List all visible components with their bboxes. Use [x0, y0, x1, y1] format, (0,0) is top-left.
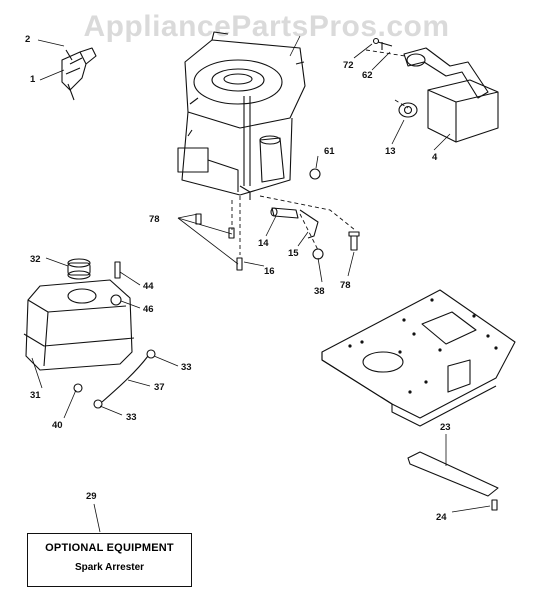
part-number-label: 33	[126, 412, 137, 423]
fitting-part	[73, 383, 83, 393]
throttle-control-part	[61, 47, 97, 101]
part-number-label: 37	[154, 382, 165, 393]
part-number-label: 33	[181, 362, 192, 373]
part-number-label: 72	[343, 60, 354, 71]
part-number-label: 31	[30, 390, 41, 401]
part-number-label: 2	[25, 34, 30, 45]
optional-equipment-item: Spark Arrester	[74, 562, 145, 573]
clamp-part	[93, 399, 103, 409]
watermark: AppliancePartsPros.com	[83, 10, 450, 43]
washer-part	[110, 294, 122, 306]
fuel-tank-part	[23, 258, 135, 371]
part-number-label: 78	[340, 280, 351, 291]
part-number-label: 16	[264, 266, 275, 277]
engine-part	[177, 31, 306, 200]
part-number-label: 15	[288, 248, 299, 259]
part-number-label: 29	[86, 491, 97, 502]
optional-equipment-title: OPTIONAL EQUIPMENT	[45, 542, 174, 554]
optional-equipment-box: OPTIONAL EQUIPMENT Spark Arrester	[27, 533, 192, 587]
part-number-label: 44	[143, 281, 154, 292]
shield-part	[407, 451, 499, 497]
part-number-label: 78	[149, 214, 160, 225]
muffler-part	[372, 37, 499, 143]
part-number-label: 46	[143, 304, 154, 315]
part-number-label: 62	[362, 70, 373, 81]
clamp-part	[146, 349, 156, 359]
bolt-part	[195, 213, 360, 271]
fuel-line-part	[101, 355, 149, 403]
frame-part	[321, 289, 516, 427]
part-number-label: 23	[440, 422, 451, 433]
part-number-label: 1	[30, 74, 36, 85]
part-number-label: 32	[30, 254, 41, 265]
part-number-label: 24	[436, 512, 447, 523]
pipe-part	[270, 207, 319, 239]
part-number-label: 13	[385, 146, 396, 157]
screw-part	[114, 261, 121, 279]
nut-part	[309, 168, 321, 180]
part-number-label: 4	[432, 152, 438, 163]
part-number-label: 61	[324, 146, 335, 157]
screw-part	[491, 499, 498, 511]
part-number-label: 38	[314, 286, 325, 297]
part-number-label: 40	[52, 420, 63, 431]
part-number-label: 14	[258, 238, 269, 249]
